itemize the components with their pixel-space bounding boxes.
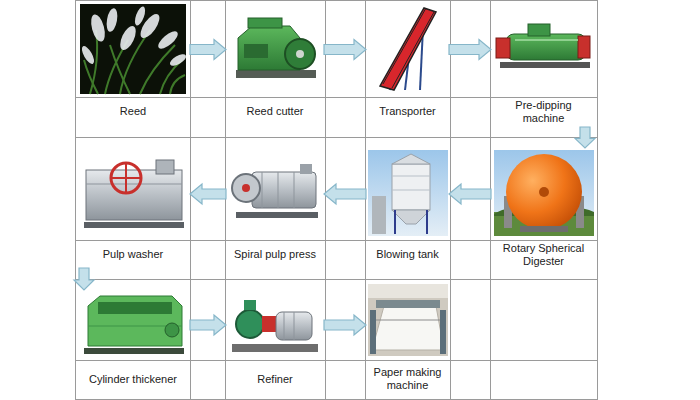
reed-cutter-picture bbox=[236, 18, 316, 78]
flow-arrow bbox=[190, 40, 226, 60]
step-label: Cylinder thickener bbox=[86, 373, 180, 386]
step-label: Pre-dipping machine bbox=[491, 99, 596, 125]
step-label: Pulp washer bbox=[100, 248, 167, 261]
process-step: Reed bbox=[76, 2, 190, 126]
process-step: Transporter bbox=[366, 2, 449, 126]
process-step: Paper making machine bbox=[366, 290, 449, 398]
flow-arrow bbox=[324, 40, 366, 60]
flow-arrow bbox=[449, 184, 491, 204]
process-step: Reed cutter bbox=[226, 2, 324, 126]
pulp-washer-picture bbox=[84, 160, 184, 228]
flow-arrow bbox=[575, 127, 595, 148]
process-step: Spiral pulp press bbox=[226, 148, 324, 268]
process-step: Refiner bbox=[226, 290, 324, 398]
cylinder-thickener-picture bbox=[84, 296, 184, 354]
step-label: Spiral pulp press bbox=[231, 248, 319, 261]
step-label: Blowing tank bbox=[373, 248, 441, 261]
step-label: Rotary Spherical Digester bbox=[491, 242, 596, 268]
step-label: Reed cutter bbox=[244, 105, 307, 118]
refiner-picture bbox=[232, 300, 318, 352]
transporter-picture bbox=[380, 8, 436, 90]
digester-picture bbox=[494, 150, 594, 236]
flow-arrow bbox=[324, 184, 366, 204]
flow-arrow bbox=[449, 40, 491, 60]
step-label: Paper making machine bbox=[366, 366, 449, 392]
flow-arrow bbox=[324, 315, 366, 335]
process-step: Pre-dipping machine bbox=[491, 2, 596, 127]
flow-arrow bbox=[190, 184, 226, 204]
reed-photo bbox=[80, 4, 188, 94]
process-step: Cylinder thickener bbox=[76, 290, 190, 398]
spiral-press-picture bbox=[232, 164, 318, 218]
process-step: Pulp washer bbox=[76, 148, 190, 268]
process-step: Blowing tank bbox=[366, 148, 449, 268]
step-label: Reed bbox=[117, 105, 149, 118]
flow-arrow bbox=[74, 268, 94, 290]
flow-arrow bbox=[190, 315, 226, 335]
step-label: Refiner bbox=[254, 373, 295, 386]
table-grid bbox=[75, 0, 598, 400]
paper-machine-photo bbox=[368, 284, 448, 356]
process-step: Rotary Spherical Digester bbox=[491, 148, 596, 270]
pre-dipping-picture bbox=[496, 24, 590, 68]
blowing-tank-picture bbox=[368, 150, 448, 236]
step-label: Transporter bbox=[376, 105, 438, 118]
